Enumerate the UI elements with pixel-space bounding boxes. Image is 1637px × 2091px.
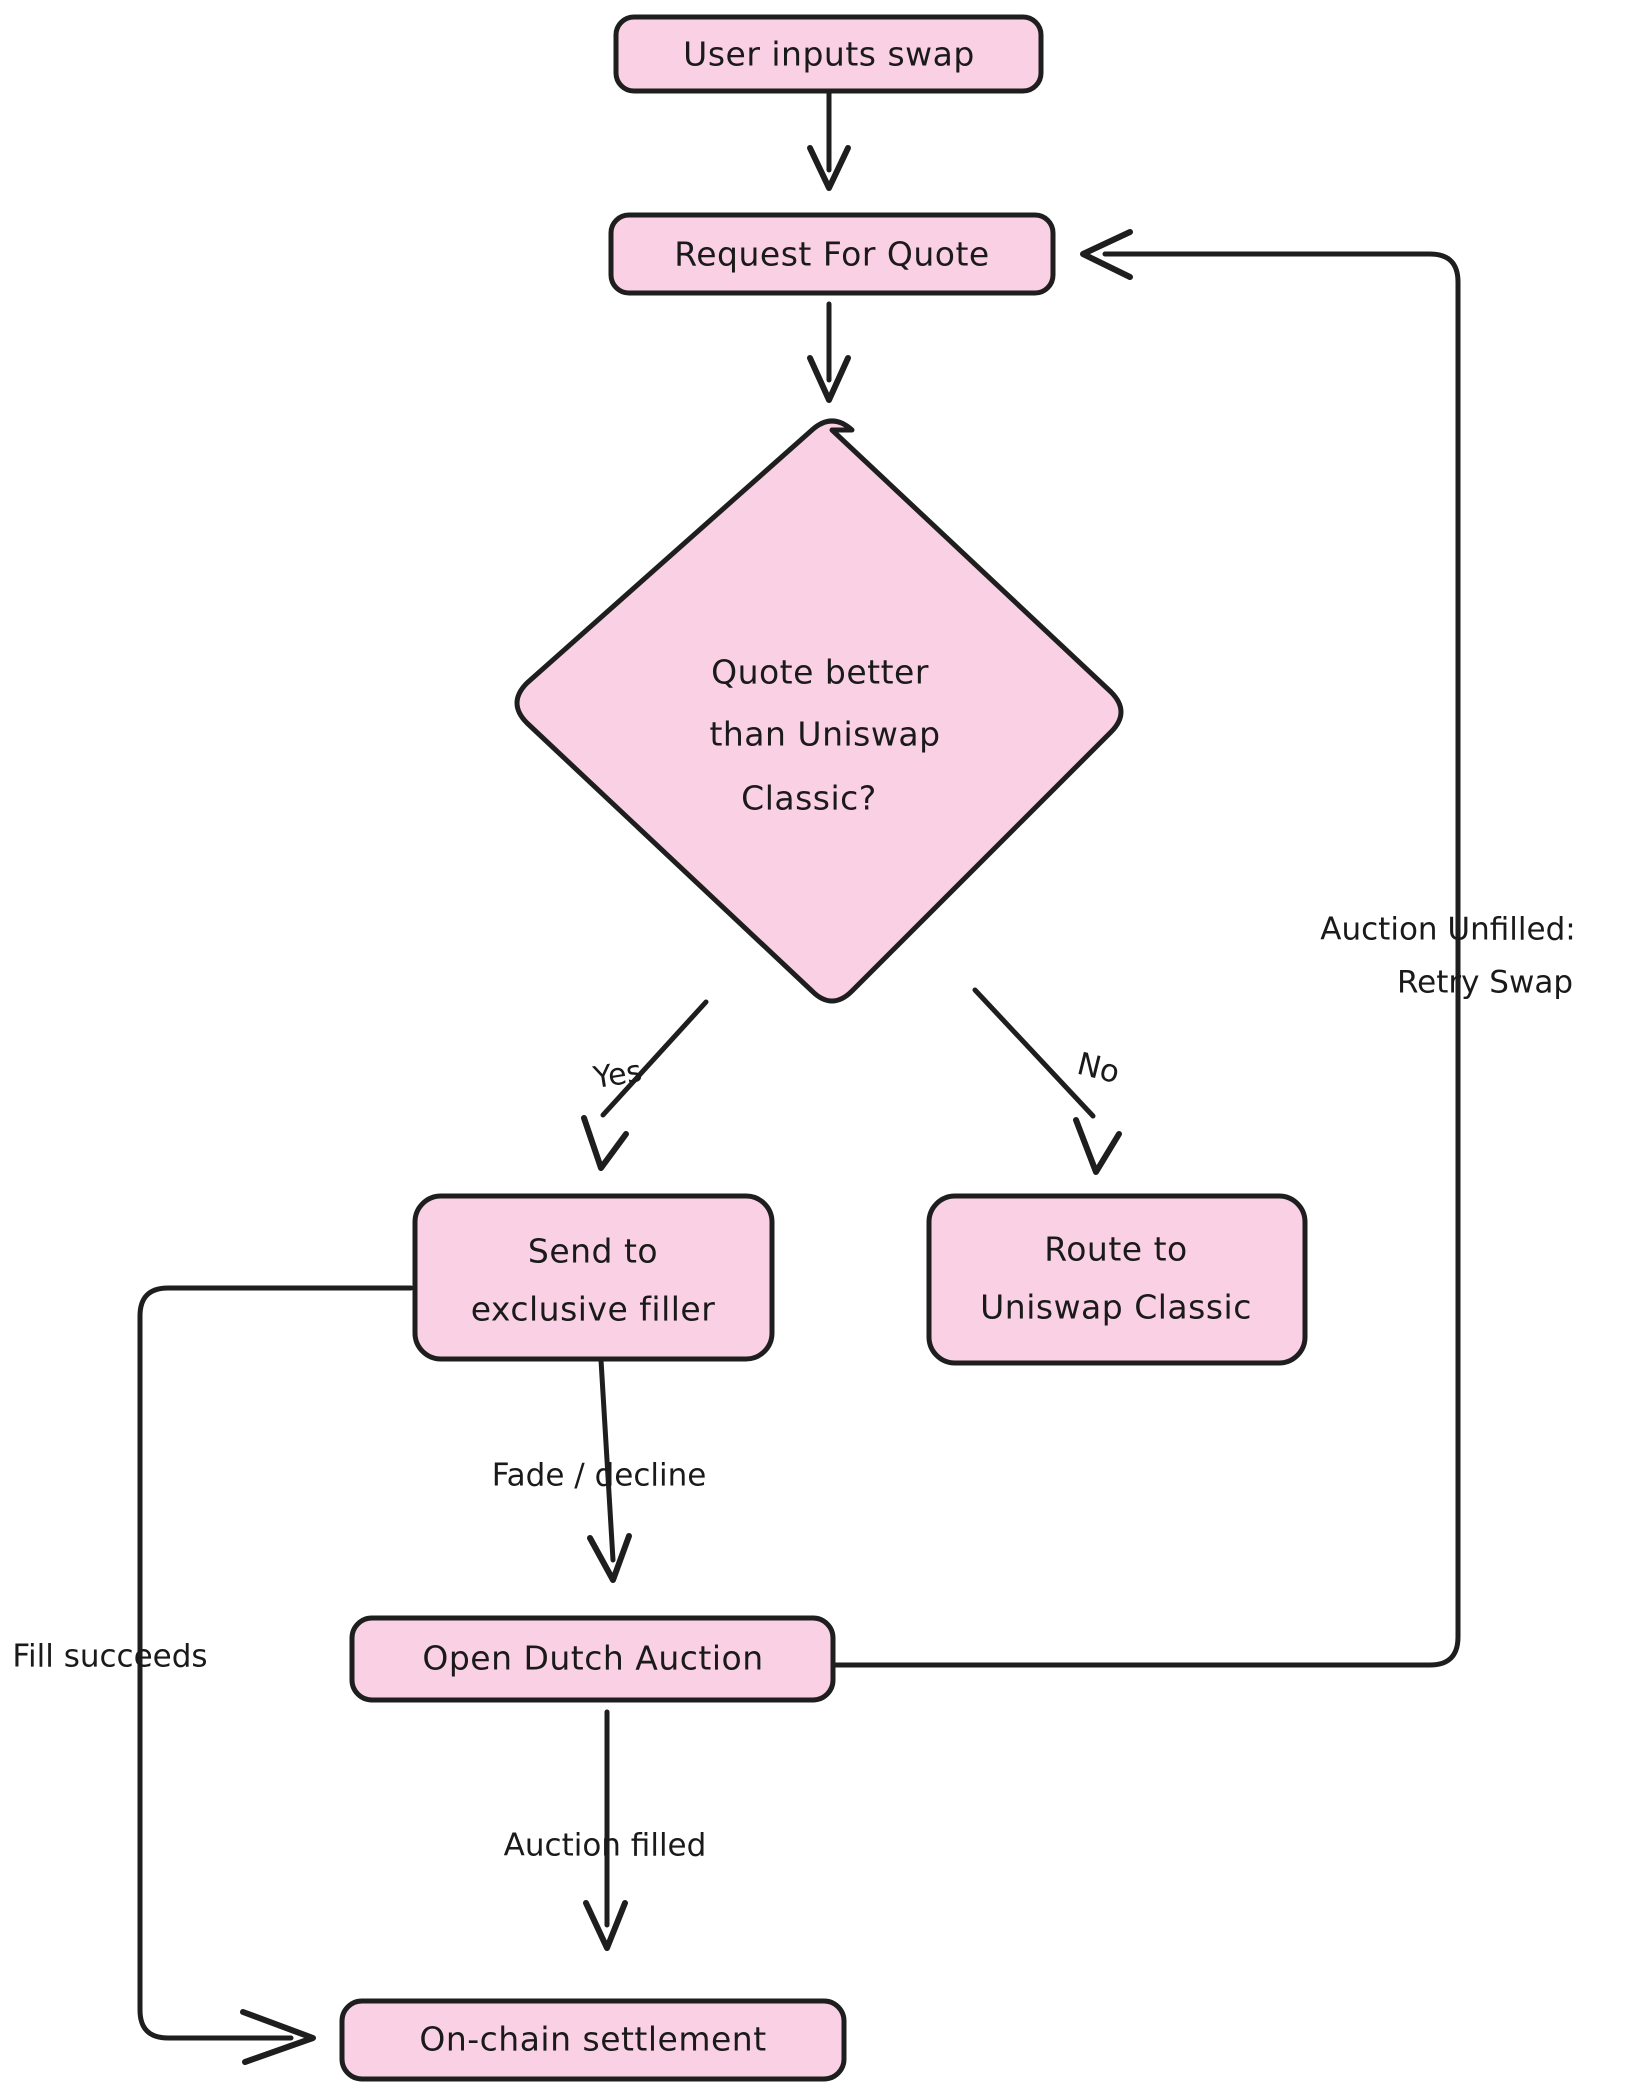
edge-filler-to-auction-line — [598, 1357, 616, 1563]
edge-rfq-to-decision-arrowhead — [807, 355, 851, 403]
node-quote-better-decision-label-line2: than Uniswap — [709, 715, 940, 754]
node-route-to-uniswap-classic-label-line1: Route to — [1044, 1230, 1187, 1269]
edge-auction-retry-line — [830, 251, 1461, 1668]
node-on-chain-settlement[interactable]: On-chain settlement — [339, 1998, 847, 2082]
node-send-to-exclusive-filler-label-line1: Send to — [528, 1232, 658, 1271]
edge-filler-to-settlement: Fill succeeds — [12, 1285, 414, 2065]
edge-auction-retry-arrowhead — [1080, 229, 1133, 280]
node-send-to-exclusive-filler-shape[interactable] — [412, 1193, 775, 1362]
edge-auction-to-settlement: Auction filled — [504, 1709, 707, 1951]
edge-filler-to-auction-arrowhead — [587, 1533, 632, 1583]
edge-auction-retry: Auction Unfilled: Retry Swap — [830, 229, 1576, 1668]
edge-filler-to-settlement-label: Fill succeeds — [12, 1639, 207, 1675]
edge-filler-to-settlement-line — [137, 1285, 414, 2041]
node-route-to-uniswap-classic[interactable]: Route to Uniswap Classic — [926, 1193, 1308, 1366]
edge-user-to-rfq — [807, 89, 851, 191]
node-on-chain-settlement-shape[interactable] — [339, 1998, 847, 2082]
edge-filler-to-auction-label: Fade / decline — [492, 1458, 707, 1494]
edge-rfq-to-decision — [807, 301, 851, 403]
edge-decision-yes-arrowhead — [581, 1115, 629, 1171]
edge-decision-no-arrowhead — [1073, 1117, 1122, 1175]
node-send-to-exclusive-filler-label-line2: exclusive filler — [471, 1290, 716, 1329]
edge-decision-no-line — [972, 987, 1096, 1119]
node-request-for-quote-label: Request For Quote — [674, 235, 989, 274]
edge-auction-retry-label-line2: Retry Swap — [1397, 965, 1573, 1001]
node-user-inputs-swap[interactable]: User inputs swap — [613, 14, 1044, 94]
node-quote-better-decision[interactable]: Quote better than Uniswap Classic? — [514, 418, 1124, 1004]
node-quote-better-decision-label-line3: Classic? — [741, 779, 877, 818]
node-on-chain-settlement-label: On-chain settlement — [419, 2020, 766, 2059]
edge-decision-no-label: No — [1074, 1046, 1124, 1091]
node-quote-better-decision-shape[interactable] — [514, 418, 1124, 1004]
edge-auction-to-settlement-arrowhead — [583, 1900, 628, 1951]
node-quote-better-decision-label-line1: Quote better — [711, 653, 929, 692]
edge-decision-yes: Yes — [581, 999, 709, 1171]
edge-user-to-rfq-arrowhead — [807, 145, 851, 191]
node-open-dutch-auction-label: Open Dutch Auction — [422, 1639, 763, 1678]
node-open-dutch-auction-shape[interactable] — [349, 1615, 836, 1703]
node-request-for-quote[interactable]: Request For Quote — [608, 212, 1056, 296]
edge-filler-to-settlement-arrowhead — [240, 2009, 316, 2065]
node-open-dutch-auction[interactable]: Open Dutch Auction — [349, 1615, 836, 1703]
node-user-inputs-swap-shape[interactable] — [613, 14, 1044, 94]
edge-filler-to-auction: Fade / decline — [492, 1357, 707, 1583]
edge-decision-yes-line — [600, 999, 709, 1118]
node-user-inputs-swap-label: User inputs swap — [683, 35, 975, 74]
edge-decision-yes-label: Yes — [590, 1054, 644, 1096]
node-send-to-exclusive-filler[interactable]: Send to exclusive filler — [412, 1193, 775, 1362]
node-route-to-uniswap-classic-label-line2: Uniswap Classic — [980, 1288, 1252, 1327]
edge-decision-no: No — [972, 987, 1124, 1175]
node-request-for-quote-shape[interactable] — [608, 212, 1056, 296]
edge-auction-to-settlement-label: Auction filled — [504, 1828, 707, 1864]
edge-auction-retry-label-line1: Auction Unfilled: — [1320, 912, 1575, 948]
node-route-to-uniswap-classic-shape[interactable] — [926, 1193, 1308, 1366]
